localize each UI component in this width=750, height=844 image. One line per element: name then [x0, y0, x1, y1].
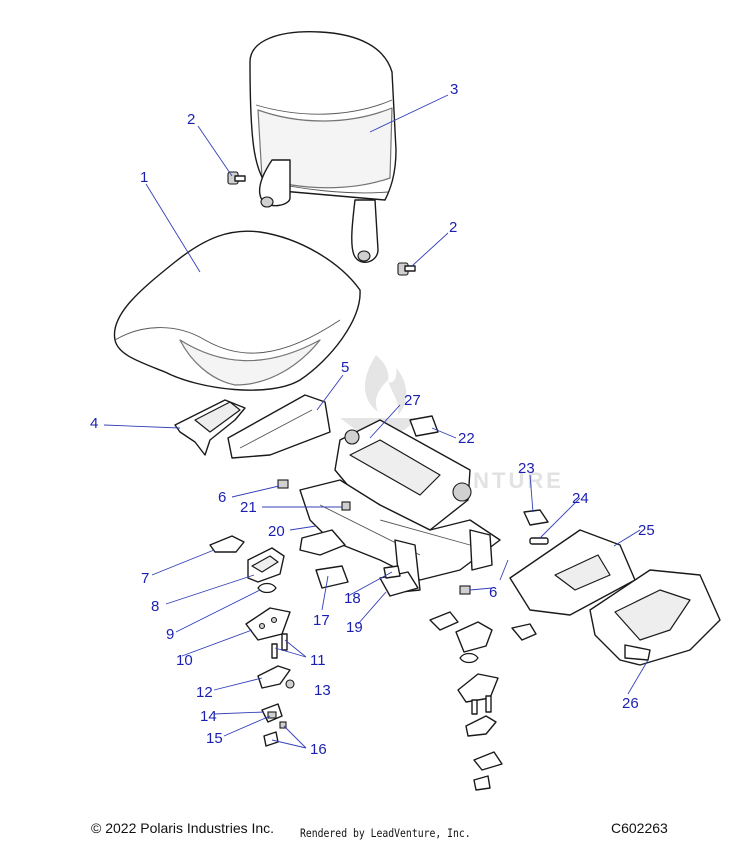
callout-11: 11 — [310, 652, 326, 669]
callout-8: 8 — [151, 598, 159, 615]
bumper-22 — [409, 415, 439, 437]
callout-4: 4 — [90, 415, 98, 432]
callout-21: 21 — [240, 499, 257, 516]
callout-18: 18 — [344, 590, 361, 607]
callout-3: 3 — [450, 81, 458, 98]
leader-lines — [103, 94, 649, 749]
clip-6-left — [277, 479, 289, 489]
callout-22: 22 — [458, 430, 475, 447]
diagram-code: C602263 — [611, 820, 668, 836]
callout-15: 15 — [206, 730, 223, 747]
callout-17: 17 — [313, 612, 330, 629]
callout-labels: 1 2 2 3 4 5 6 6 7 8 9 10 11 12 13 14 15 … — [90, 81, 655, 758]
callout-2-upper: 2 — [187, 111, 195, 128]
callout-27: 27 — [404, 392, 421, 409]
latch-housing-8 — [247, 547, 285, 583]
nut-13 — [285, 679, 295, 689]
clip-6-right — [459, 585, 471, 595]
callout-19: 19 — [346, 619, 363, 636]
frame-pad-left — [299, 529, 346, 556]
callout-9: 9 — [166, 626, 174, 643]
bumper-23 — [523, 509, 549, 526]
callout-5: 5 — [341, 359, 349, 376]
callout-1: 1 — [140, 169, 148, 186]
callout-6-left: 6 — [218, 489, 226, 506]
latch-plate-10 — [245, 607, 291, 641]
callout-24: 24 — [572, 490, 589, 507]
seat-support-bracket — [227, 394, 331, 459]
rendered-by-text: Rendered by LeadVenture, Inc. — [300, 826, 471, 840]
callout-16: 16 — [310, 741, 327, 758]
storage-tray-26 — [589, 569, 721, 666]
callout-10: 10 — [176, 652, 193, 669]
callout-2-lower: 2 — [449, 219, 457, 236]
latch-set-right — [429, 611, 537, 791]
bolt-24 — [529, 537, 549, 545]
callout-23: 23 — [518, 460, 535, 477]
callout-12: 12 — [196, 684, 213, 701]
callout-14: 14 — [200, 708, 217, 725]
spring-9 — [257, 582, 277, 594]
bolt-21 — [341, 501, 351, 511]
callout-26: 26 — [622, 695, 639, 712]
striker-base-15 — [267, 711, 277, 719]
frame-pad-17 — [315, 565, 349, 589]
rear-cover-25 — [509, 529, 636, 616]
screw-lower — [397, 262, 416, 276]
callout-7: 7 — [141, 570, 149, 587]
screw-11 — [271, 633, 288, 659]
latch-cover-7 — [209, 535, 245, 553]
seat-latch-bracket — [174, 399, 246, 456]
copyright-text: © 2022 Polaris Industries Inc. — [91, 820, 275, 836]
seat — [113, 230, 361, 391]
fastener-16 — [263, 721, 287, 747]
callout-6-right: 6 — [489, 584, 497, 601]
mount-plate-12 — [257, 665, 291, 689]
callout-25: 25 — [638, 522, 655, 539]
callout-13: 13 — [314, 682, 331, 699]
screw-upper — [227, 171, 246, 185]
callout-20: 20 — [268, 523, 285, 540]
backrest — [249, 31, 397, 263]
